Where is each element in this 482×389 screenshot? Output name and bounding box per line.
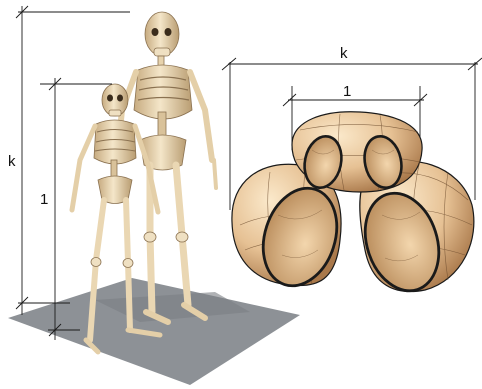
small-ribcage: [94, 120, 136, 164]
right-inner-dimension-label: 1: [343, 83, 351, 100]
left-inner-dimension-label: 1: [40, 191, 48, 208]
right-outer-dimension-label: k: [340, 45, 348, 62]
tall-skeleton: [118, 12, 216, 322]
torus-scene: k 1: [222, 45, 482, 300]
tall-ribcage: [134, 65, 192, 119]
left-outer-dimension-label: k: [8, 153, 16, 170]
